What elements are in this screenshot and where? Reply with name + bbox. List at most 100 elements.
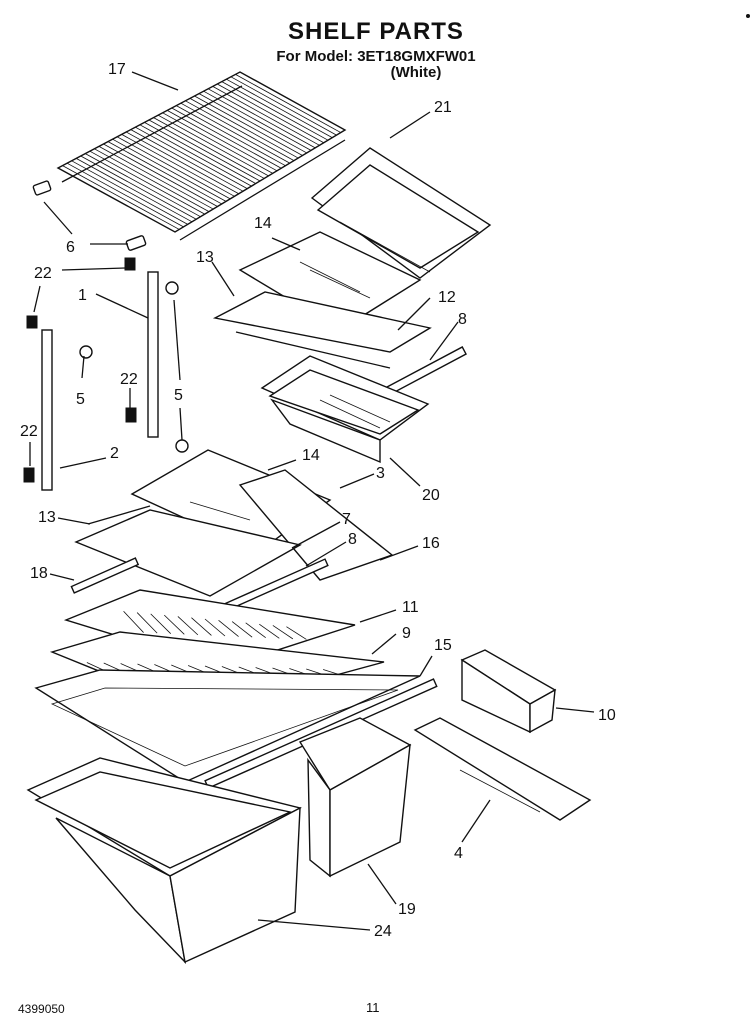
callout-12: 12 [438, 289, 456, 306]
callout-22-mid: 22 [120, 371, 138, 388]
callout-2: 2 [110, 445, 119, 462]
wire-line [198, 93, 307, 154]
callout-17: 17 [108, 61, 126, 78]
wire-line [194, 95, 303, 156]
wire-line [245, 622, 266, 639]
callout-18: 18 [30, 565, 48, 582]
screw-5 [79, 281, 189, 453]
wire-line [103, 143, 218, 207]
wire-line [204, 618, 226, 637]
callout-13-lower: 13 [38, 509, 56, 526]
callout-13-upper: 13 [196, 249, 214, 266]
wire-line [177, 616, 199, 636]
shelf-frame-12 [212, 291, 432, 369]
model-line: For Model: 3ET18GMXFW01 [276, 48, 476, 65]
color-line: (White) [390, 64, 442, 81]
wire-line [85, 153, 201, 218]
callout-8-upper: 8 [458, 311, 467, 328]
deli-bin-21 [310, 147, 492, 279]
clip-22 [23, 257, 137, 483]
trim-8-lower [70, 557, 329, 616]
wire-line [148, 119, 261, 182]
wire-line [203, 90, 312, 151]
callout-24: 24 [374, 923, 392, 940]
callout-19: 19 [398, 901, 416, 918]
callout-7: 7 [342, 511, 351, 528]
wire-line [76, 158, 193, 223]
utility-bin-10 [460, 649, 557, 734]
page-title: SHELF PARTS [288, 18, 464, 45]
wire-line [226, 78, 333, 139]
callout-22-bottom: 22 [20, 423, 38, 440]
callout-20: 20 [422, 487, 440, 504]
leader-lines [29, 71, 595, 931]
wire-line [107, 141, 222, 205]
callout-5-left: 5 [76, 391, 85, 408]
tray-4 [413, 717, 592, 821]
shelf-ladder-1 [147, 271, 159, 438]
wire-line [259, 623, 280, 639]
callout-6: 6 [66, 239, 75, 256]
wire-line [191, 617, 212, 636]
crisper-drawer-24 [26, 757, 302, 965]
crisper-drawer-20 [260, 355, 430, 464]
callout-5-right: 5 [174, 387, 183, 404]
wire-line [167, 110, 278, 172]
wire-line [286, 626, 307, 640]
wire-line [189, 98, 299, 159]
wire-line [121, 134, 235, 197]
callout-1: 1 [78, 287, 87, 304]
wire-line [66, 162, 184, 228]
wire-line [231, 621, 253, 638]
wire-line [89, 150, 205, 215]
wire-line [136, 612, 158, 634]
wire-line [207, 88, 316, 149]
callout-4: 4 [454, 845, 463, 862]
wire-line [150, 613, 171, 634]
callout-14-upper: 14 [254, 215, 272, 232]
wire-line [272, 625, 294, 640]
shelf-ladder-2 [41, 329, 53, 491]
wire-line [80, 155, 197, 220]
callout-16: 16 [422, 535, 440, 552]
wire-line [126, 131, 239, 195]
wire-line [230, 76, 337, 136]
wire-line [153, 117, 265, 179]
wire-line [94, 148, 210, 212]
callout-9: 9 [402, 625, 411, 642]
wire-line [217, 83, 324, 144]
wire-line [157, 114, 269, 177]
wire-line [144, 122, 256, 184]
document-number: 4399050 [18, 1002, 65, 1016]
wire-line [180, 102, 290, 164]
wire-line [98, 146, 214, 210]
wire-line [135, 126, 248, 190]
callout-22-top: 22 [34, 265, 52, 282]
wire-line [112, 138, 227, 202]
wire-line [130, 129, 244, 192]
wire-line [221, 81, 329, 141]
wire-line [212, 86, 320, 146]
callout-14-lower: 14 [302, 447, 320, 464]
callout-8-lower: 8 [348, 531, 357, 548]
shelf-support-6 [32, 180, 147, 251]
callout-labels: 17 21 6 14 13 22 12 1 8 22 5 5 22 2 14 3… [20, 61, 616, 940]
wire-line [171, 107, 282, 169]
wire-line [71, 160, 188, 225]
wire-line [185, 100, 295, 161]
page-number: 11 [366, 1000, 380, 1015]
crisper-drawer-19 [298, 717, 412, 878]
corner-dot [746, 14, 750, 18]
shelf-frame-7 [74, 505, 302, 597]
callout-10: 10 [598, 707, 616, 724]
wire-line [62, 165, 180, 230]
wire-line [162, 112, 273, 174]
callout-11: 11 [402, 599, 419, 616]
callout-3: 3 [376, 465, 385, 482]
wire-line [176, 105, 286, 167]
wire-line [164, 614, 185, 635]
wire-line [218, 619, 239, 637]
callout-21: 21 [434, 99, 452, 116]
